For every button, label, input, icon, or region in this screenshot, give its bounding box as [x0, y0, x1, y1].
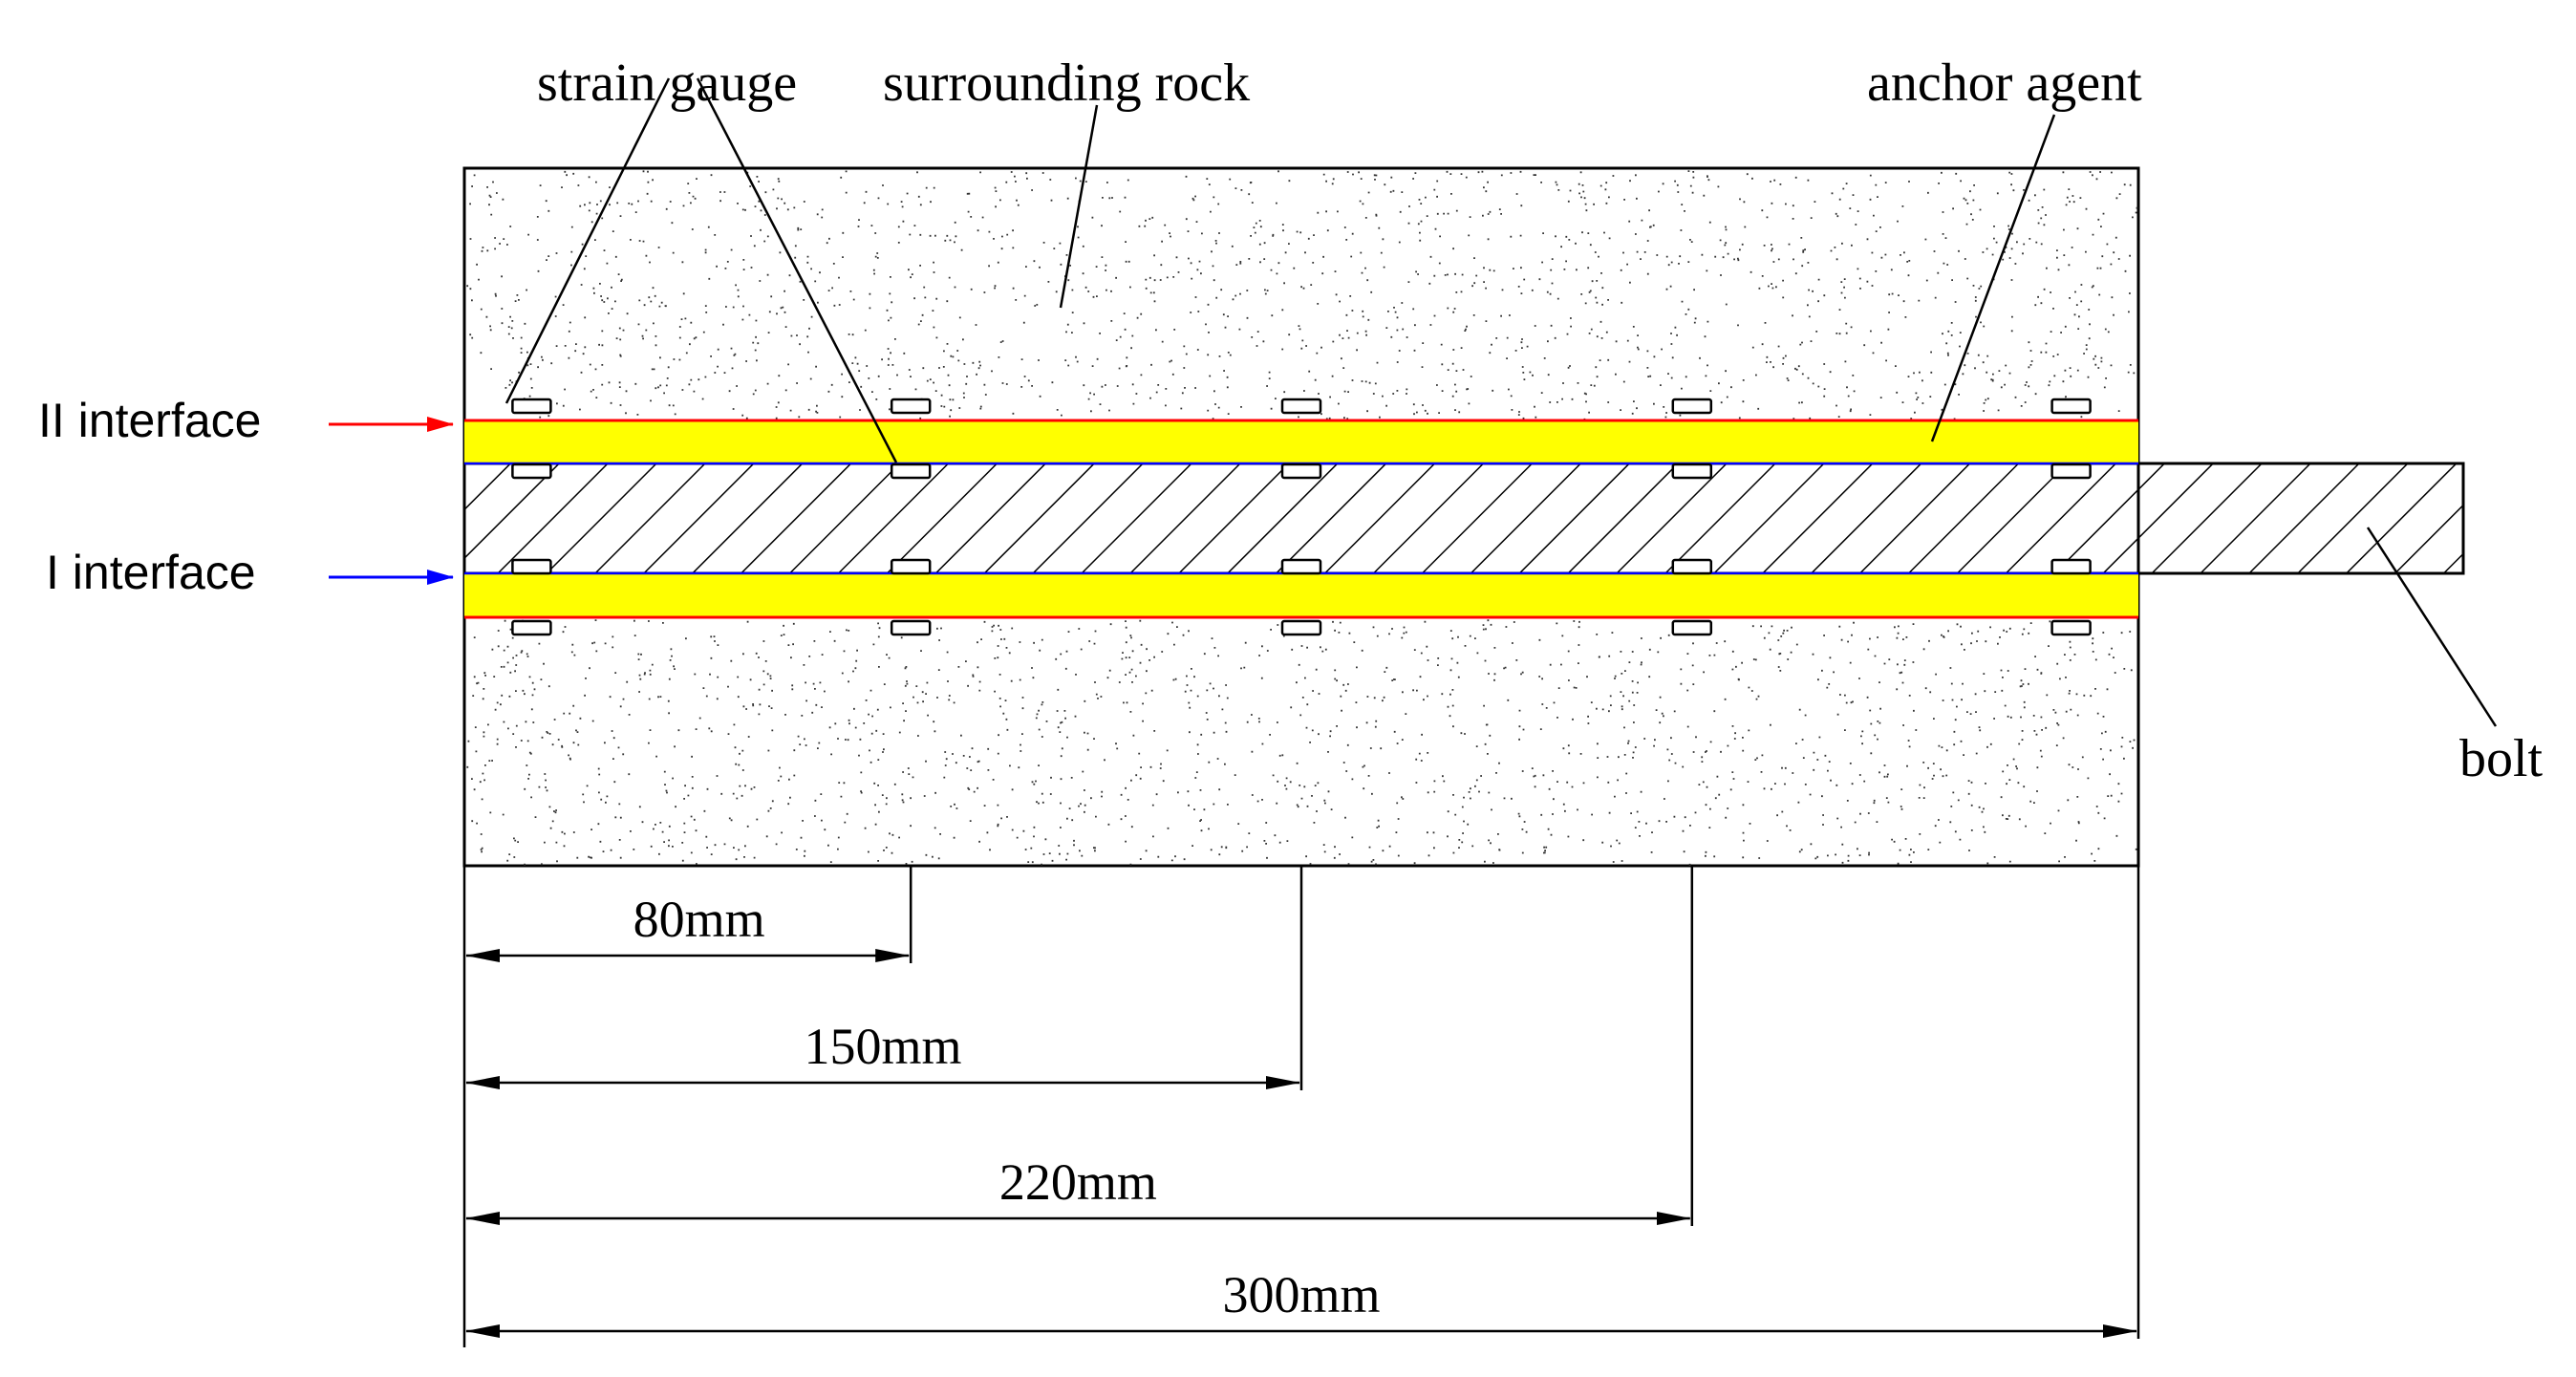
- strain-gauge: [1671, 558, 1713, 575]
- dimension-label: 220mm: [999, 1153, 1157, 1211]
- leader-strain-gauge-1: [504, 77, 671, 404]
- bolt-body: [462, 462, 2465, 575]
- anchor-agent-lower: [464, 573, 2138, 617]
- strain-gauge: [1671, 619, 1713, 636]
- leader-bolt: [2366, 527, 2498, 727]
- strain-gauge: [511, 558, 552, 575]
- label-bolt: bolt: [2459, 729, 2544, 788]
- strain-gauge: [2050, 463, 2092, 480]
- label-surrounding-rock: surrounding rock: [883, 54, 1250, 113]
- dimension-label: 80mm: [633, 891, 765, 948]
- strain-gauge-group: [511, 398, 2092, 636]
- strain-gauge: [1280, 463, 1322, 480]
- strain-gauge: [1280, 398, 1322, 415]
- strain-gauge: [511, 398, 552, 415]
- strain-gauge: [1280, 619, 1322, 636]
- strain-gauge: [1280, 558, 1322, 575]
- strain-gauge: [2050, 558, 2092, 575]
- strain-gauge: [890, 558, 932, 575]
- strain-gauge: [2050, 619, 2092, 636]
- strain-gauge: [511, 463, 552, 480]
- dimension-label: 150mm: [804, 1018, 961, 1075]
- strain-gauge: [890, 463, 932, 480]
- strain-gauge: [511, 619, 552, 636]
- strain-gauge: [1671, 398, 1713, 415]
- label-strain-gauge: strain gauge: [537, 54, 797, 113]
- strain-gauge: [1671, 463, 1713, 480]
- strain-gauge: [890, 619, 932, 636]
- anchor-agent-upper: [464, 420, 2138, 463]
- strain-gauge: [890, 398, 932, 415]
- dimension-group: 80mm 150mm 220mm 300mm: [462, 866, 2140, 1347]
- label-anchor-agent: anchor agent: [1867, 54, 2142, 113]
- strain-gauge: [2050, 398, 2092, 415]
- leader-anchor-agent: [1930, 114, 2056, 442]
- dimension-label: 300mm: [1222, 1266, 1380, 1323]
- label-interface-ii: II interface: [38, 394, 261, 447]
- label-interface-i: I interface: [46, 546, 256, 599]
- leader-strain-gauge-2: [696, 77, 898, 463]
- leader-surrounding-rock: [1059, 104, 1099, 309]
